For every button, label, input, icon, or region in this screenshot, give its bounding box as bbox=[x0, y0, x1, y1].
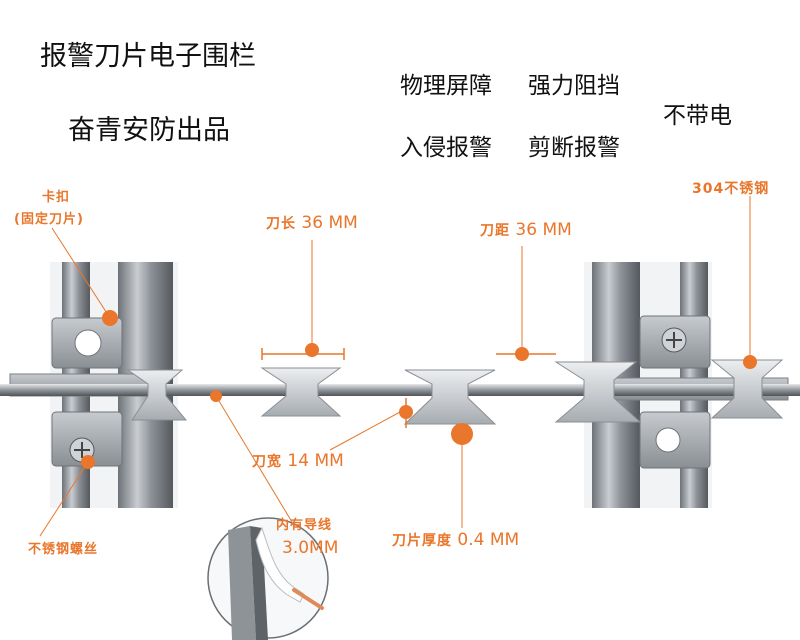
feature-physical-barrier: 物理屏障 bbox=[400, 73, 492, 99]
clip-note: (固定刀片) bbox=[14, 212, 84, 227]
feature-cut-alarm: 剪断报警 bbox=[528, 135, 620, 161]
callout-dots bbox=[81, 310, 757, 469]
blade-length-label: 刀长 36 MM bbox=[266, 213, 358, 233]
core-wire bbox=[0, 384, 800, 396]
page-subtitle: 奋青安防出品 bbox=[68, 115, 230, 146]
clip-label: 卡扣 bbox=[42, 190, 71, 205]
blade-width-label: 刀宽 14 MM bbox=[252, 451, 344, 471]
screw-label: 不锈钢螺丝 bbox=[28, 542, 99, 557]
blades bbox=[126, 359, 784, 425]
material-label: 304不锈钢 bbox=[692, 181, 770, 197]
blade-thickness-label: 刀片厚度 0.4 MM bbox=[392, 530, 520, 550]
feature-intrusion-alarm: 入侵报警 bbox=[400, 135, 492, 161]
wire-cross-section-inset bbox=[207, 517, 329, 640]
inner-wire-value: 3.0MM bbox=[282, 538, 339, 558]
feature-no-power: 不带电 bbox=[663, 103, 732, 129]
inner-wire-label: 内有导线 bbox=[276, 518, 333, 533]
blade-spacing-label: 刀距 36 MM bbox=[480, 220, 572, 240]
page-title: 报警刀片电子围栏 bbox=[40, 41, 256, 72]
feature-strong-block: 强力阻挡 bbox=[528, 73, 620, 99]
